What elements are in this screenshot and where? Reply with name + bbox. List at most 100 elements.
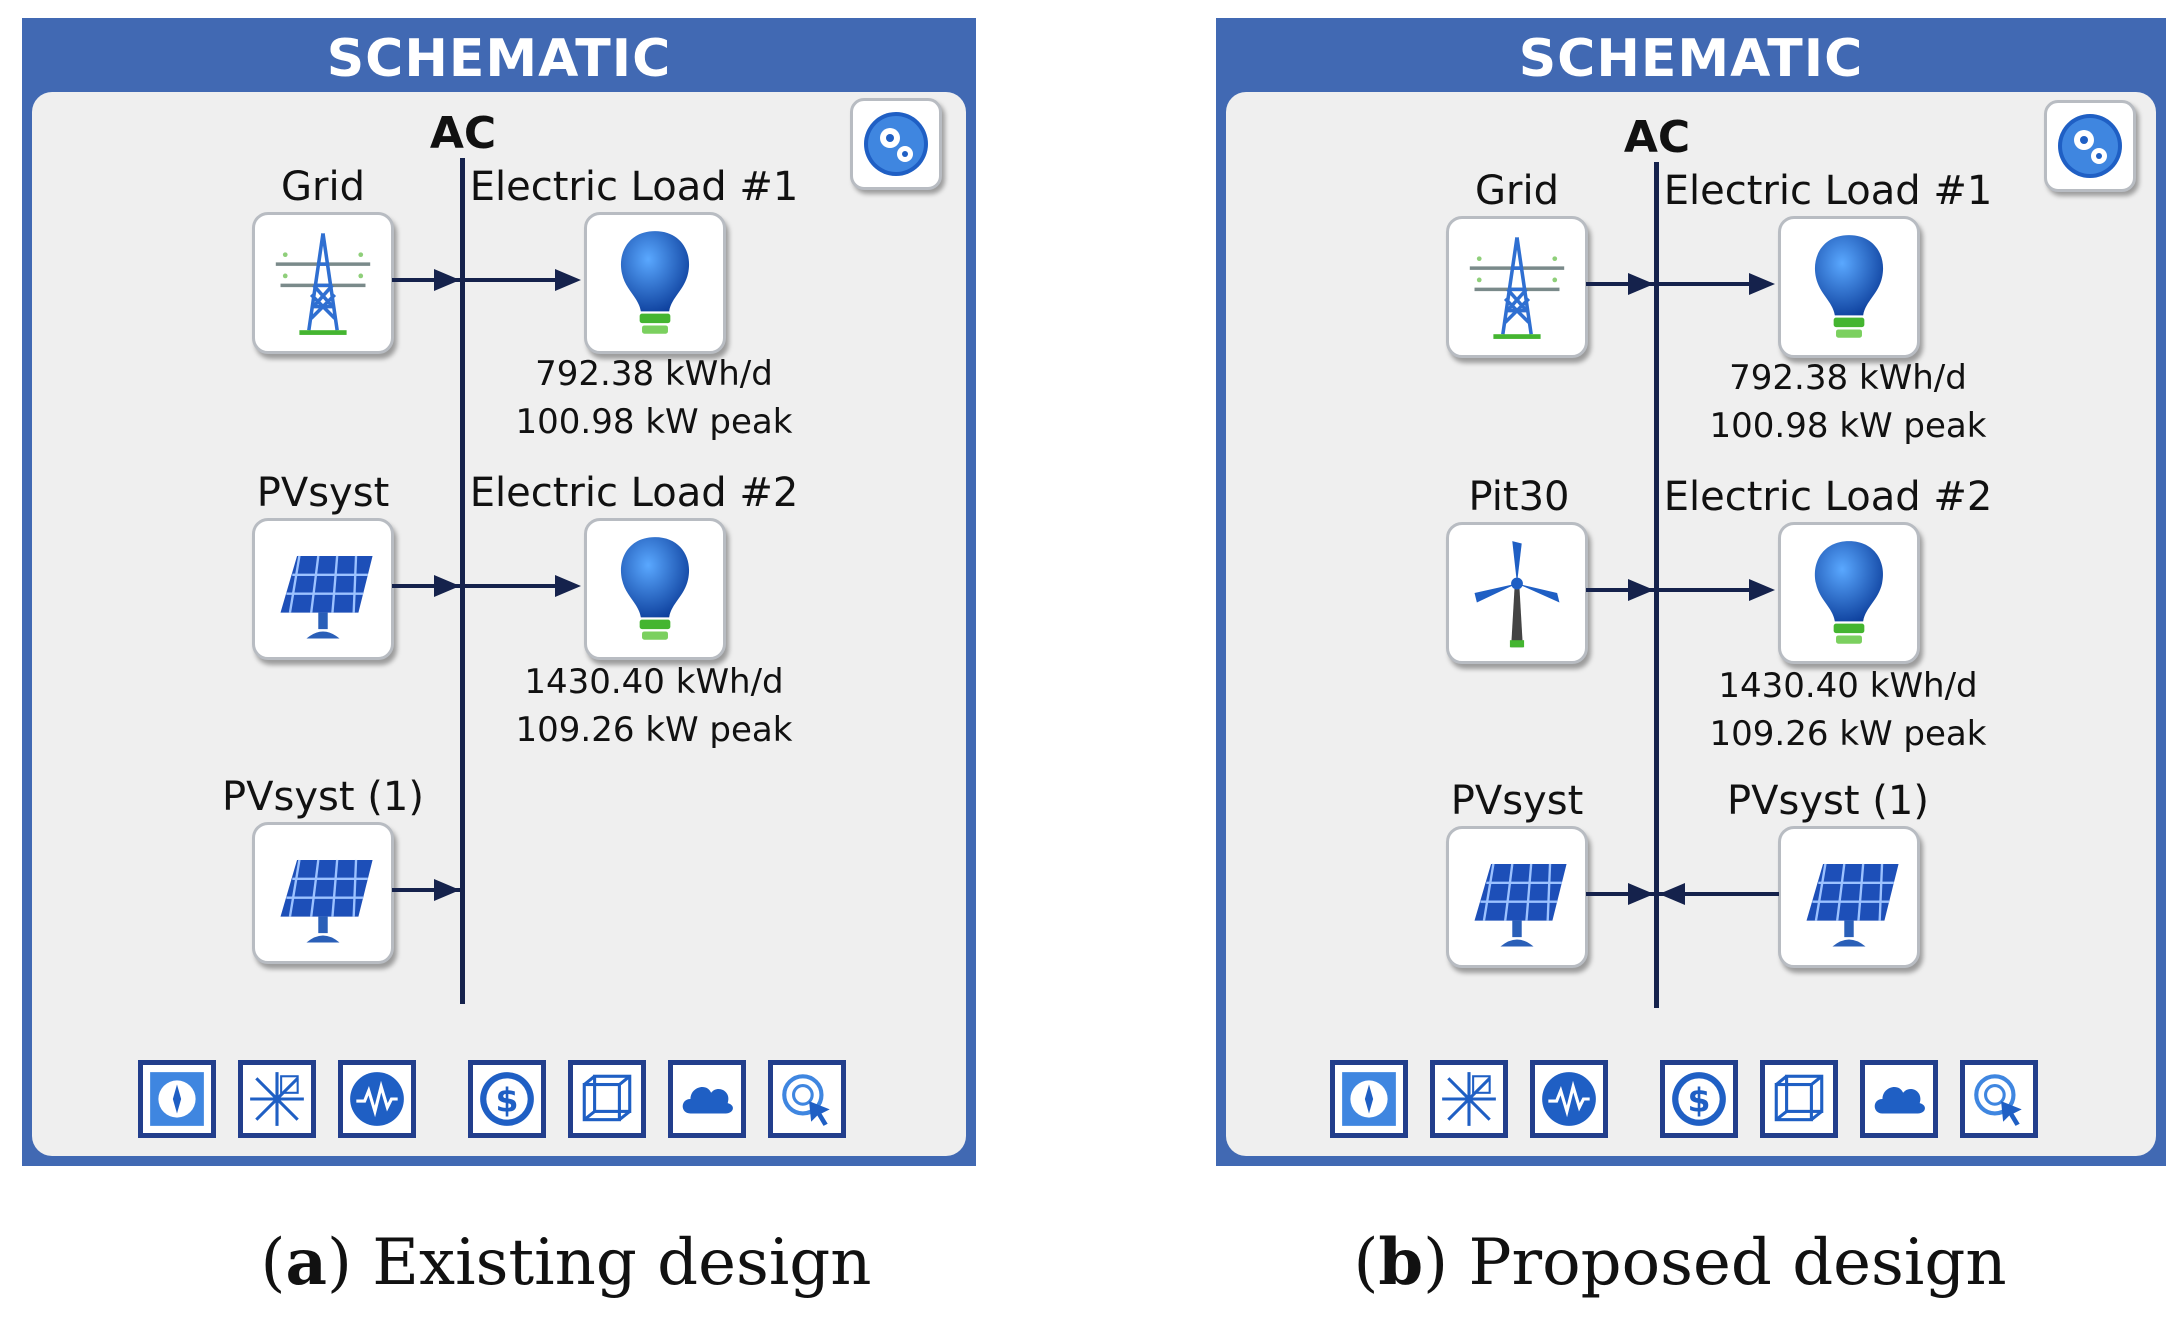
- pv-2-component[interactable]: [252, 822, 394, 964]
- solar-panel-icon: [1474, 863, 1567, 947]
- wind-rose-icon: [1442, 1072, 1496, 1126]
- load-2-label: Electric Load #2: [1663, 474, 1993, 520]
- grid-connector: [392, 278, 462, 282]
- toolbar-weather-button[interactable]: [1860, 1060, 1938, 1138]
- svg-text:$: $: [1688, 1080, 1711, 1119]
- arrow-right-icon: [1628, 579, 1654, 601]
- load-1-connector: [465, 278, 555, 282]
- toolbar-weather-button[interactable]: [668, 1060, 746, 1138]
- cube-icon: [1774, 1074, 1824, 1122]
- toolbar-waveform-button[interactable]: [338, 1060, 416, 1138]
- load-2-label: Electric Load #2: [469, 470, 799, 516]
- toolbar-compass-button[interactable]: [1330, 1060, 1408, 1138]
- ac-bus-label: AC: [429, 108, 497, 159]
- load-1-peak: 100.98 kW peak: [1709, 406, 1987, 446]
- load-1-energy: 792.38 kWh/d: [1729, 358, 1967, 398]
- toolbar-compass-button[interactable]: [138, 1060, 216, 1138]
- light-bulb-icon: [620, 537, 690, 640]
- toolbar-economics-button[interactable]: $: [1660, 1060, 1738, 1138]
- pv-2-component[interactable]: [1778, 826, 1920, 968]
- light-bulb-icon: [620, 231, 690, 334]
- arrow-right-icon: [555, 269, 581, 291]
- caption-letter: b: [1378, 1225, 1424, 1300]
- cloud-icon: [1874, 1086, 1925, 1114]
- gear-icon: [864, 112, 928, 176]
- pv-2-connector: [392, 888, 462, 892]
- ac-bus: [460, 158, 465, 1004]
- transmission-tower-icon: [275, 233, 371, 335]
- arrow-right-icon: [434, 879, 460, 901]
- caption-text: Existing design: [351, 1226, 872, 1300]
- load-2-energy: 1430.40 kWh/d: [524, 662, 784, 702]
- cloud-icon: [682, 1086, 733, 1114]
- toolbar-wind-rose-button[interactable]: [1430, 1060, 1508, 1138]
- transmission-tower-icon: [1469, 237, 1565, 339]
- wind-component[interactable]: [1446, 522, 1588, 664]
- toolbar-system-button[interactable]: [1760, 1060, 1838, 1138]
- load-1-peak: 100.98 kW peak: [515, 402, 793, 442]
- arrow-right-icon: [1749, 273, 1775, 295]
- toolbar-optimize-button[interactable]: [1960, 1060, 2038, 1138]
- load-2-component[interactable]: [584, 518, 726, 660]
- compass-icon: [1342, 1072, 1396, 1126]
- pv-1-component[interactable]: [252, 518, 394, 660]
- toolbar-system-button[interactable]: [568, 1060, 646, 1138]
- load-1-component[interactable]: [584, 212, 726, 354]
- grid-component[interactable]: [252, 212, 394, 354]
- load-2-connector: [1659, 588, 1749, 592]
- compass-icon: [150, 1072, 204, 1126]
- grid-component[interactable]: [1446, 216, 1588, 358]
- arrow-right-icon: [1628, 273, 1654, 295]
- solar-panel-icon: [280, 859, 373, 943]
- schematic-canvas: [1226, 92, 2156, 1156]
- cube-icon: [582, 1074, 632, 1122]
- grid-label: Grid: [281, 164, 365, 210]
- optimize-icon: [782, 1074, 830, 1126]
- schematic-panel-existing: SCHEMATIC AC Grid Electric Load #1: [22, 18, 976, 1166]
- gear-icon: [2058, 114, 2122, 178]
- load-2-component[interactable]: [1778, 522, 1920, 664]
- caption-existing: (a) Existing design: [260, 1225, 872, 1300]
- arrow-right-icon: [434, 575, 460, 597]
- ac-bus: [1654, 162, 1659, 1008]
- load-1-component[interactable]: [1778, 216, 1920, 358]
- load-1-label: Electric Load #1: [1663, 168, 1993, 214]
- pv-1-connector: [1586, 892, 1656, 896]
- caption-letter: a: [285, 1225, 327, 1300]
- load-1-connector: [1659, 282, 1749, 286]
- load-1-label: Electric Load #1: [469, 164, 799, 210]
- schematic-canvas: [32, 92, 966, 1156]
- solar-panel-icon: [1806, 863, 1899, 947]
- settings-button[interactable]: [850, 98, 942, 190]
- solar-panel-icon: [280, 555, 373, 639]
- toolbar-economics-button[interactable]: $: [468, 1060, 546, 1138]
- pv-2-connector: [1659, 892, 1779, 896]
- ac-bus-label: AC: [1623, 112, 1691, 163]
- dollar-icon: $: [1672, 1072, 1726, 1126]
- load-2-peak: 109.26 kW peak: [1709, 714, 1987, 754]
- toolbar-wind-rose-button[interactable]: [238, 1060, 316, 1138]
- pv-1-connector: [392, 584, 462, 588]
- arrow-left-icon: [1659, 883, 1685, 905]
- load-2-peak: 109.26 kW peak: [515, 710, 793, 750]
- toolbar-waveform-button[interactable]: [1530, 1060, 1608, 1138]
- pv-2-label: PVsyst (1): [1727, 778, 1929, 824]
- waveform-icon: [350, 1072, 404, 1126]
- load-2-connector: [465, 584, 555, 588]
- caption-text: Proposed design: [1448, 1226, 2007, 1300]
- arrow-right-icon: [1628, 883, 1654, 905]
- optimize-icon: [1974, 1074, 2022, 1126]
- waveform-icon: [1542, 1072, 1596, 1126]
- pv-1-component[interactable]: [1446, 826, 1588, 968]
- light-bulb-icon: [1814, 235, 1884, 338]
- toolbar-optimize-button[interactable]: [768, 1060, 846, 1138]
- wind-rose-icon: [250, 1072, 304, 1126]
- settings-button[interactable]: [2044, 100, 2136, 192]
- pv-1-label: PVsyst: [256, 470, 390, 516]
- panel-title: SCHEMATIC: [1518, 29, 1864, 89]
- grid-label: Grid: [1475, 168, 1559, 214]
- wind-turbine-icon: [1474, 541, 1560, 648]
- light-bulb-icon: [1814, 541, 1884, 644]
- svg-text:$: $: [496, 1080, 519, 1119]
- dollar-icon: $: [480, 1072, 534, 1126]
